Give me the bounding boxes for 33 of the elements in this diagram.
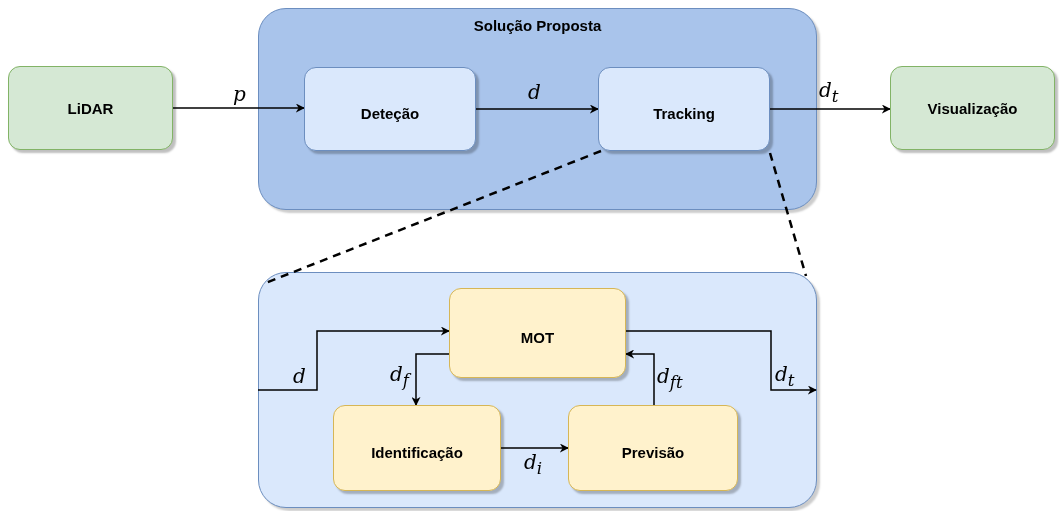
box-label: Deteção bbox=[360, 104, 420, 122]
box-label: Visualização bbox=[927, 99, 1018, 117]
process-box bbox=[8, 66, 173, 150]
arrow bbox=[500, 443, 569, 453]
process-box bbox=[598, 67, 770, 151]
edge-label: p bbox=[233, 84, 246, 104]
edge-label: d$_{i}$ bbox=[524, 452, 543, 478]
box-label: LiDAR bbox=[67, 99, 114, 117]
box-label: MOT bbox=[520, 328, 555, 346]
process-box bbox=[333, 405, 501, 491]
arrow bbox=[625, 349, 655, 406]
edge-label: d bbox=[528, 82, 541, 102]
arrow bbox=[769, 104, 891, 114]
group-container bbox=[258, 8, 817, 210]
arrow bbox=[475, 104, 599, 114]
group-container bbox=[258, 272, 817, 508]
process-box bbox=[890, 66, 1055, 150]
edge-label: d$_{ft}$ bbox=[657, 366, 683, 392]
arrow bbox=[172, 103, 305, 113]
process-box bbox=[449, 288, 626, 378]
box-label: Tracking bbox=[653, 104, 715, 122]
box-label: Previsão bbox=[621, 443, 685, 461]
edge-label: d$_{t}$ bbox=[819, 80, 839, 106]
dashed-zoom-line bbox=[768, 152, 808, 277]
process-box bbox=[568, 405, 738, 491]
arrow bbox=[625, 330, 817, 395]
arrow bbox=[411, 353, 450, 406]
arrow bbox=[257, 326, 450, 391]
edge-label: d$_{t}$ bbox=[775, 364, 795, 390]
edge-label: d bbox=[293, 366, 306, 386]
box-label: Identificação bbox=[371, 443, 463, 461]
process-box bbox=[304, 67, 476, 151]
group-title: Solução Proposta bbox=[473, 17, 602, 34]
